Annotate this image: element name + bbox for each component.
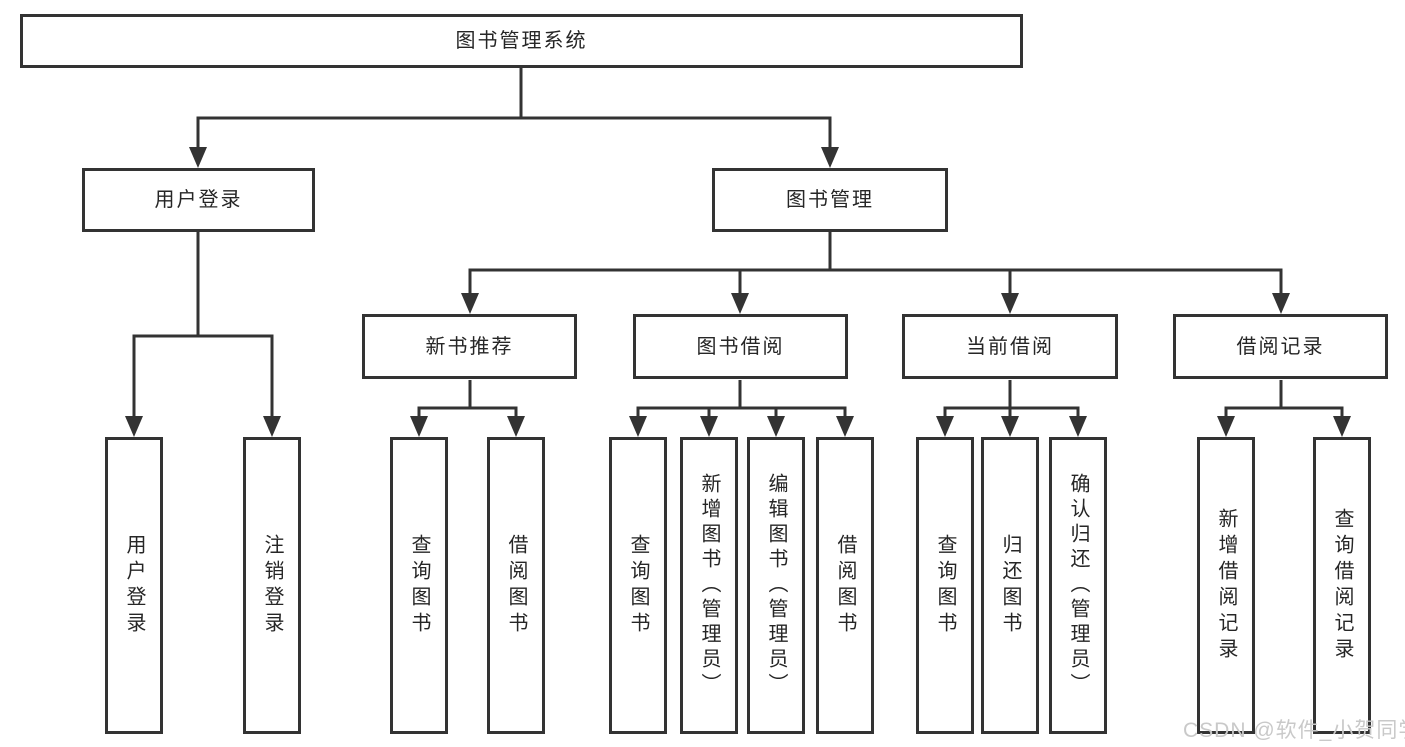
node-new-book-recommendation: 新书推荐 [362,314,577,379]
node-label: 当前借阅 [966,335,1054,358]
node-label: 归还图书 [999,533,1021,638]
leaf-query-borrow-record: 查询借阅记录 [1313,437,1371,734]
node-current-borrowing: 当前借阅 [902,314,1118,379]
node-root-system: 图书管理系统 [20,14,1023,68]
node-label: 确认归还（管理员） [1067,473,1089,698]
node-book-borrowing: 图书借阅 [633,314,848,379]
node-label: 查询图书 [934,533,956,638]
node-label: 编辑图书（管理员） [765,473,787,698]
node-label: 新增借阅记录 [1215,507,1237,664]
node-label: 查询图书 [408,533,430,638]
node-label: 查询借阅记录 [1331,507,1353,664]
node-label: 新增图书（管理员） [698,473,720,698]
node-label: 用户登录 [154,189,243,211]
node-borrowing-records: 借阅记录 [1173,314,1388,379]
leaf-query-books: 查询图书 [609,437,667,734]
leaf-return-books: 归还图书 [981,437,1039,734]
node-label: 借阅图书 [834,533,856,638]
csdn-watermark: CSDN @软件_小贺同学 [1183,719,1405,742]
leaf-user-login: 用户登录 [105,437,163,734]
node-label: 借阅图书 [505,533,527,638]
leaf-borrow-books: 借阅图书 [487,437,545,734]
node-label: 图书管理系统 [455,30,588,52]
node-label: 借阅记录 [1236,335,1325,358]
leaf-logout: 注销登录 [243,437,301,734]
node-book-management: 图书管理 [712,168,948,232]
node-label: 注销登录 [261,533,283,638]
leaf-query-books: 查询图书 [916,437,974,734]
leaf-query-books: 查询图书 [390,437,448,734]
node-user-login: 用户登录 [82,168,315,232]
leaf-edit-books-admin: 编辑图书（管理员） [747,437,805,734]
node-label: 查询图书 [627,533,649,638]
node-label: 图书借阅 [696,335,785,358]
leaf-add-borrow-record: 新增借阅记录 [1197,437,1255,734]
node-label: 图书管理 [786,189,874,211]
leaf-borrow-books: 借阅图书 [816,437,874,734]
leaf-confirm-return-admin: 确认归还（管理员） [1049,437,1107,734]
node-label: 用户登录 [123,533,145,638]
node-label: 新书推荐 [425,335,514,358]
leaf-add-books-admin: 新增图书（管理员） [680,437,738,734]
